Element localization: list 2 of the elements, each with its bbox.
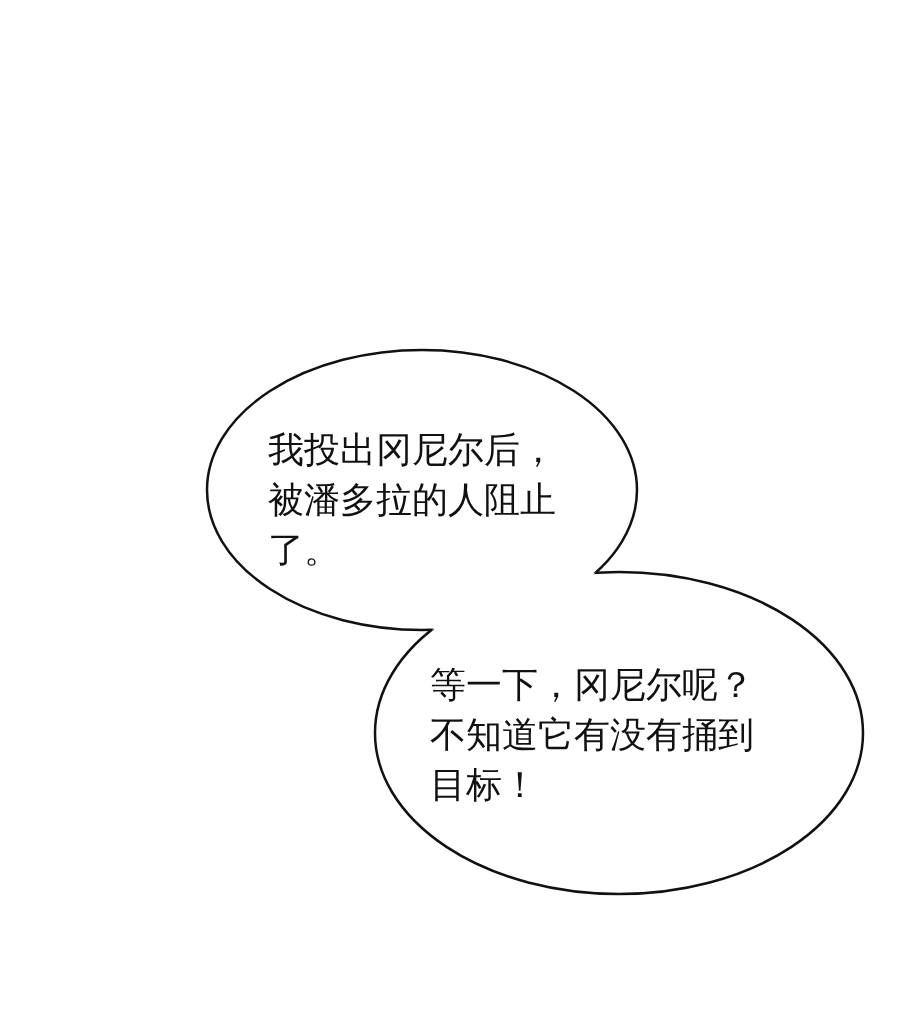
speech-text: 我投出冈尼尔后，被潘多拉的人阻止了。 <box>268 428 557 572</box>
speech-text: 等一下，冈尼尔呢？不知道它有没有捅到目标！ <box>430 663 755 807</box>
